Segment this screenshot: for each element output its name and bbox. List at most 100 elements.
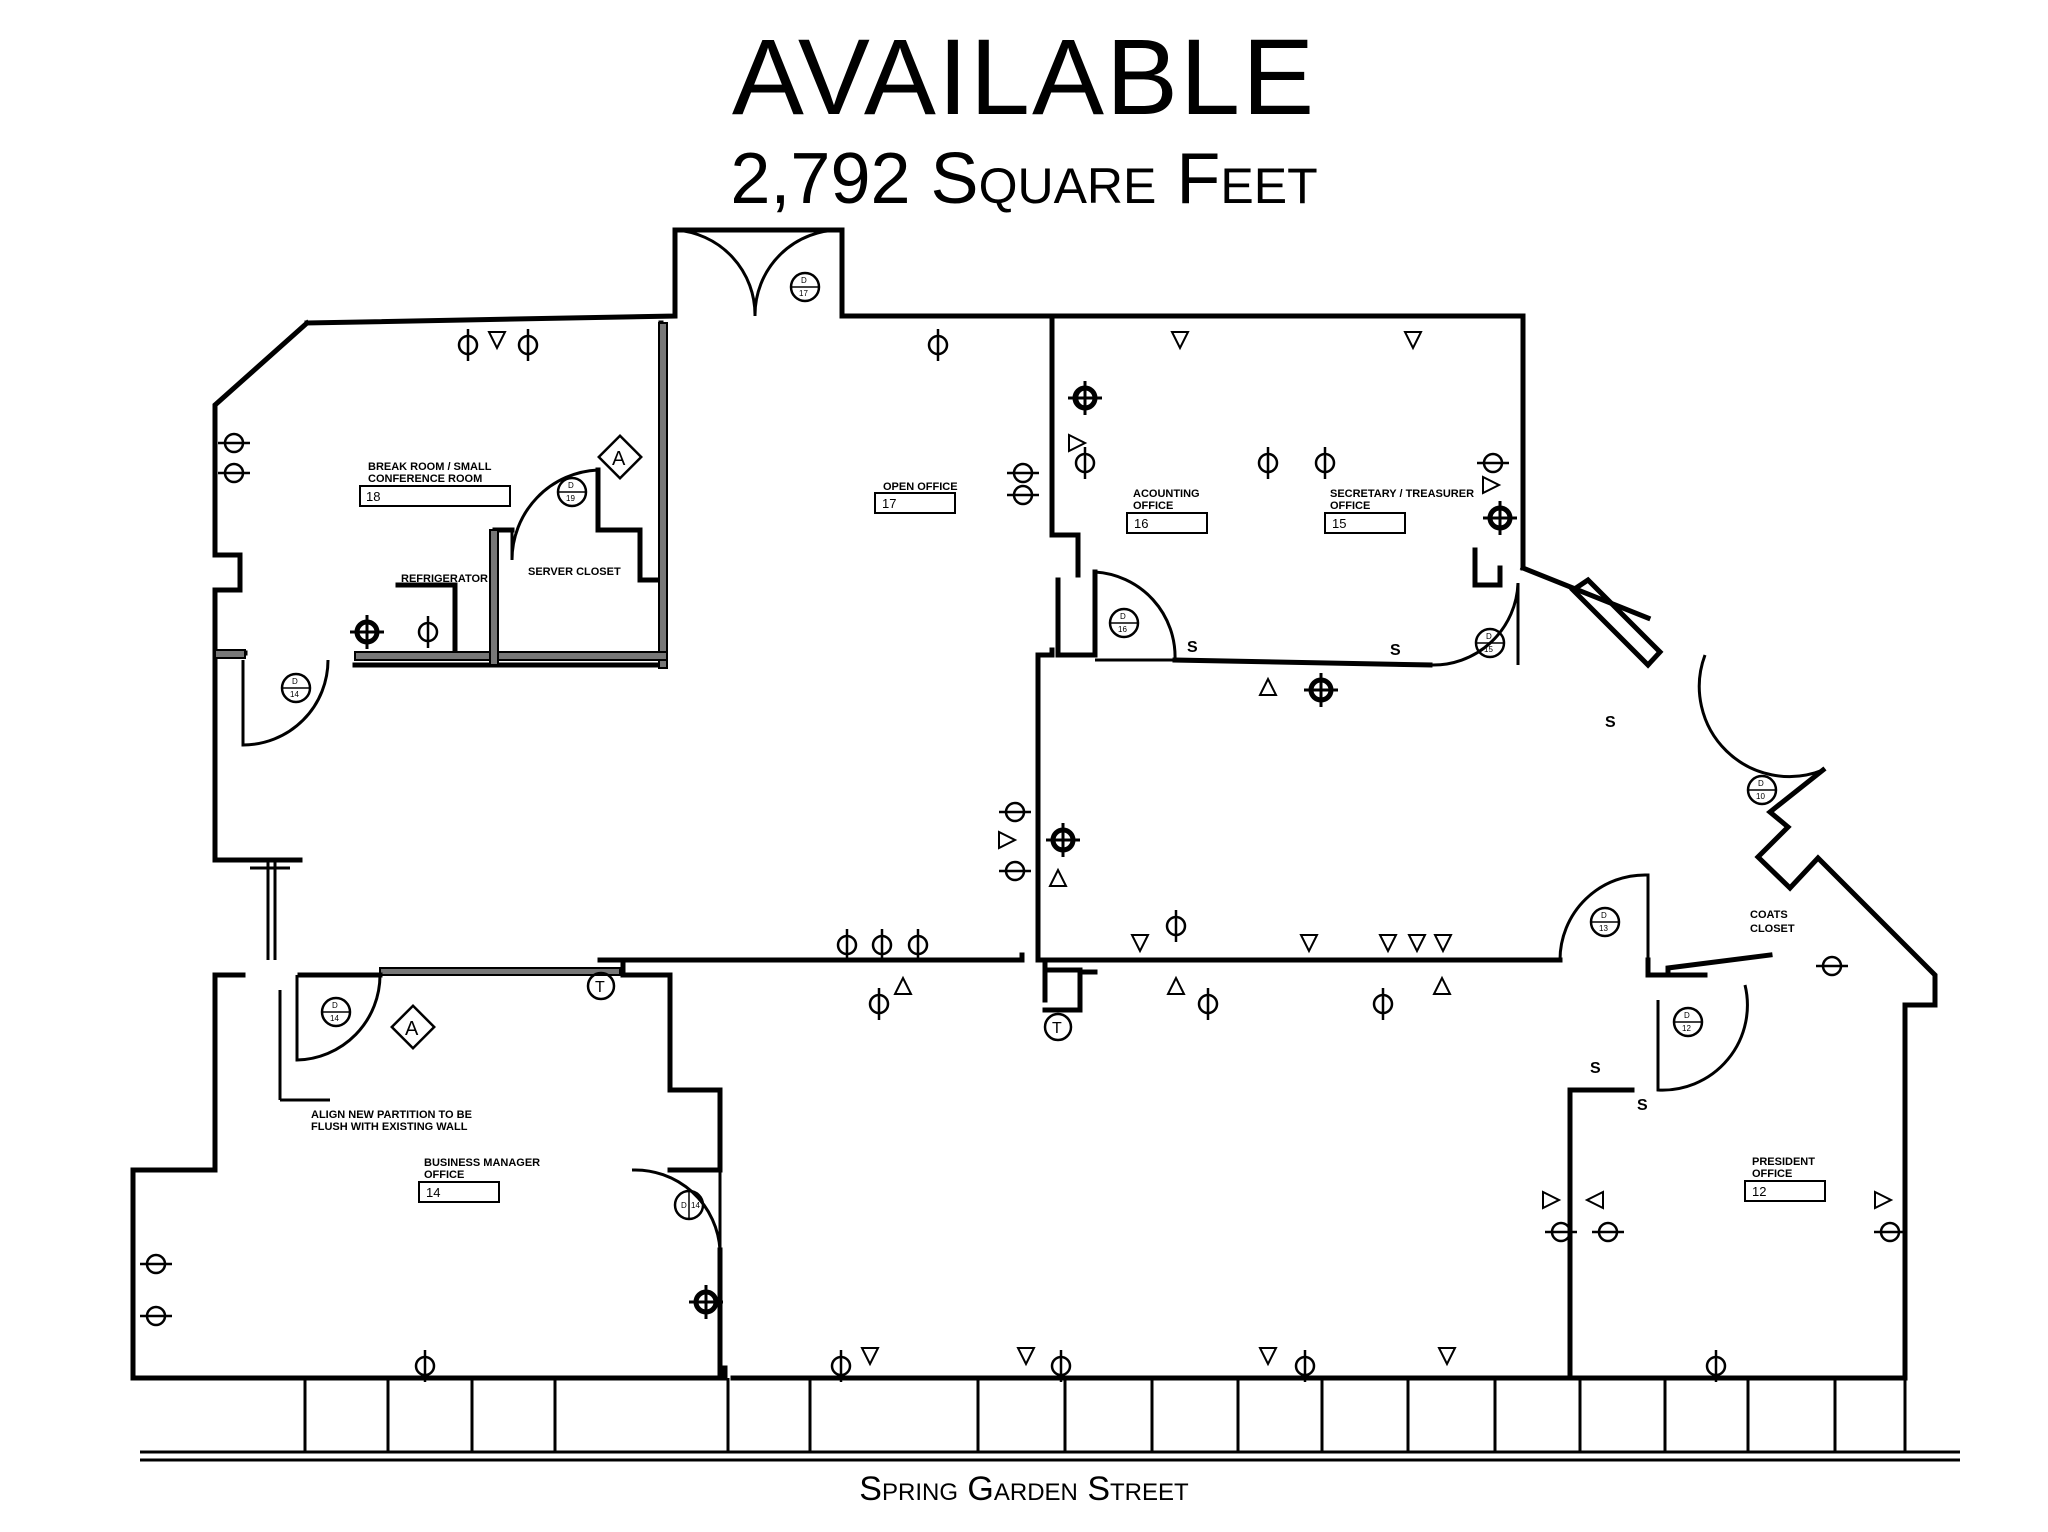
data-jack-icon: [1433, 934, 1453, 954]
hatched-wall: [489, 529, 499, 666]
outlet-icon: [1816, 955, 1848, 977]
room-labels: BREAK ROOM / SMALL CONFERENCE ROOM 18 SE…: [311, 461, 1826, 1203]
svg-text:D: D: [681, 1201, 687, 1210]
outlet-icon: [1074, 447, 1096, 479]
marker-s: S: [1637, 1097, 1648, 1114]
data-jack-icon: [1542, 1190, 1562, 1210]
door-tag-14a: D14: [280, 672, 312, 704]
label-business-1: BUSINESS MANAGER: [424, 1157, 540, 1169]
outlet-icon: [140, 1253, 172, 1275]
room-number-14: 14: [426, 1185, 440, 1200]
door-tag-10: D 10: [1746, 774, 1778, 806]
markers: A A T T S S S S S: [390, 434, 1648, 1114]
label-refrigerator: REFRIGERATOR: [401, 573, 488, 585]
data-jack-icon: [893, 975, 913, 995]
marker-s: S: [1605, 714, 1616, 731]
outlet-icon: [1705, 1350, 1727, 1382]
outlet-icon: [140, 1305, 172, 1327]
hatched-wall: [658, 322, 668, 669]
label-secretary-1: SECRETARY / TREASURER: [1330, 488, 1474, 500]
door-swing-14c: [631, 1168, 722, 1251]
outlet-icon: [1007, 462, 1039, 484]
marker-s: S: [1590, 1060, 1601, 1077]
label-president-1: PRESIDENT: [1752, 1156, 1815, 1168]
subtitle: 2,792 Square Feet: [730, 139, 1318, 219]
door-swing-12: [1656, 984, 1749, 1092]
door-swing-17b: [753, 228, 843, 317]
svg-text:D: D: [1758, 779, 1764, 788]
outlet-icon: [868, 988, 890, 1020]
marker-s: S: [1187, 639, 1198, 656]
outlet-icon: [830, 1350, 852, 1382]
label-open-office: OPEN OFFICE: [883, 481, 958, 493]
door-swing-14b: [295, 974, 382, 1062]
door-tag-15: D 15: [1474, 627, 1506, 659]
data-jack-icon: [1403, 331, 1423, 351]
svg-text:D: D: [1486, 632, 1492, 641]
svg-text:16: 16: [1118, 625, 1127, 634]
outlet-icon: [1165, 910, 1187, 942]
outlet-icon: [218, 462, 250, 484]
svg-text:15: 15: [1484, 645, 1493, 654]
data-jack-icon: [1166, 975, 1186, 995]
note-line-2: FLUSH WITH EXISTING WALL: [311, 1121, 468, 1133]
label-business-2: OFFICE: [424, 1169, 464, 1181]
svg-text:D: D: [332, 1001, 338, 1010]
svg-text:D: D: [1684, 1011, 1690, 1020]
outlet-icon: [417, 616, 439, 648]
room-number-box: [1126, 512, 1208, 534]
room-number-box: [359, 485, 511, 507]
outlet-icon: [1477, 452, 1509, 474]
svg-text:14: 14: [290, 690, 299, 699]
walls: [130, 227, 1960, 1462]
floor-outlet-icon: [1483, 501, 1517, 535]
svg-text:A: A: [612, 448, 626, 470]
svg-text:T: T: [1052, 1020, 1062, 1037]
data-jacks: [487, 331, 1894, 1367]
marker-a-2: A: [390, 1004, 436, 1050]
outlet-icon: [1314, 447, 1336, 479]
data-jack-icon: [1258, 676, 1278, 696]
data-jack-icon: [1482, 475, 1502, 495]
title: AVAILABLE: [731, 16, 1317, 137]
svg-text:D: D: [1120, 612, 1126, 621]
data-jack-icon: [1130, 934, 1150, 954]
door-tag-19: D19: [556, 476, 588, 508]
outlet-icon: [1257, 447, 1279, 479]
data-jack-icon: [1407, 934, 1427, 954]
room-number-16: 16: [1134, 516, 1148, 531]
label-break-1: BREAK ROOM / SMALL: [368, 461, 492, 473]
room-number-18: 18: [366, 489, 380, 504]
outlet-icon: [517, 329, 539, 361]
outlets: [140, 329, 1906, 1382]
data-jack-icon: [998, 830, 1018, 850]
room-number-box: [418, 1181, 500, 1203]
data-jack-icon: [487, 331, 507, 351]
floor-outlet-icon: [1068, 381, 1102, 415]
data-jack-icon: [1432, 975, 1452, 995]
svg-text:10: 10: [1756, 792, 1765, 801]
data-jack-icon: [1437, 1347, 1457, 1367]
outlet-icon: [414, 1350, 436, 1382]
data-jack-icon: [1048, 867, 1068, 887]
room-number-box: [1324, 512, 1406, 534]
svg-text:19: 19: [566, 494, 575, 503]
outlet-icon: [1007, 484, 1039, 506]
outlet-icon: [1592, 1221, 1624, 1243]
label-president-2: OFFICE: [1752, 1168, 1792, 1180]
outlet-icon: [218, 432, 250, 454]
door-swing-16: [1094, 570, 1177, 662]
hatched-wall: [214, 649, 246, 659]
door-tag-14b: D14: [320, 996, 352, 1028]
floor-outlet-icon: [1304, 673, 1338, 707]
door-swing-13: [1558, 873, 1650, 961]
svg-text:13: 13: [1599, 924, 1608, 933]
door-swing-10: [1697, 654, 1824, 778]
floor-outlet-icon: [689, 1285, 723, 1319]
outlet-icon: [999, 860, 1031, 882]
svg-text:A: A: [405, 1018, 419, 1040]
svg-text:17: 17: [799, 289, 808, 298]
marker-t-1: T: [586, 971, 616, 1001]
note-line-1: ALIGN NEW PARTITION TO BE: [311, 1109, 472, 1121]
